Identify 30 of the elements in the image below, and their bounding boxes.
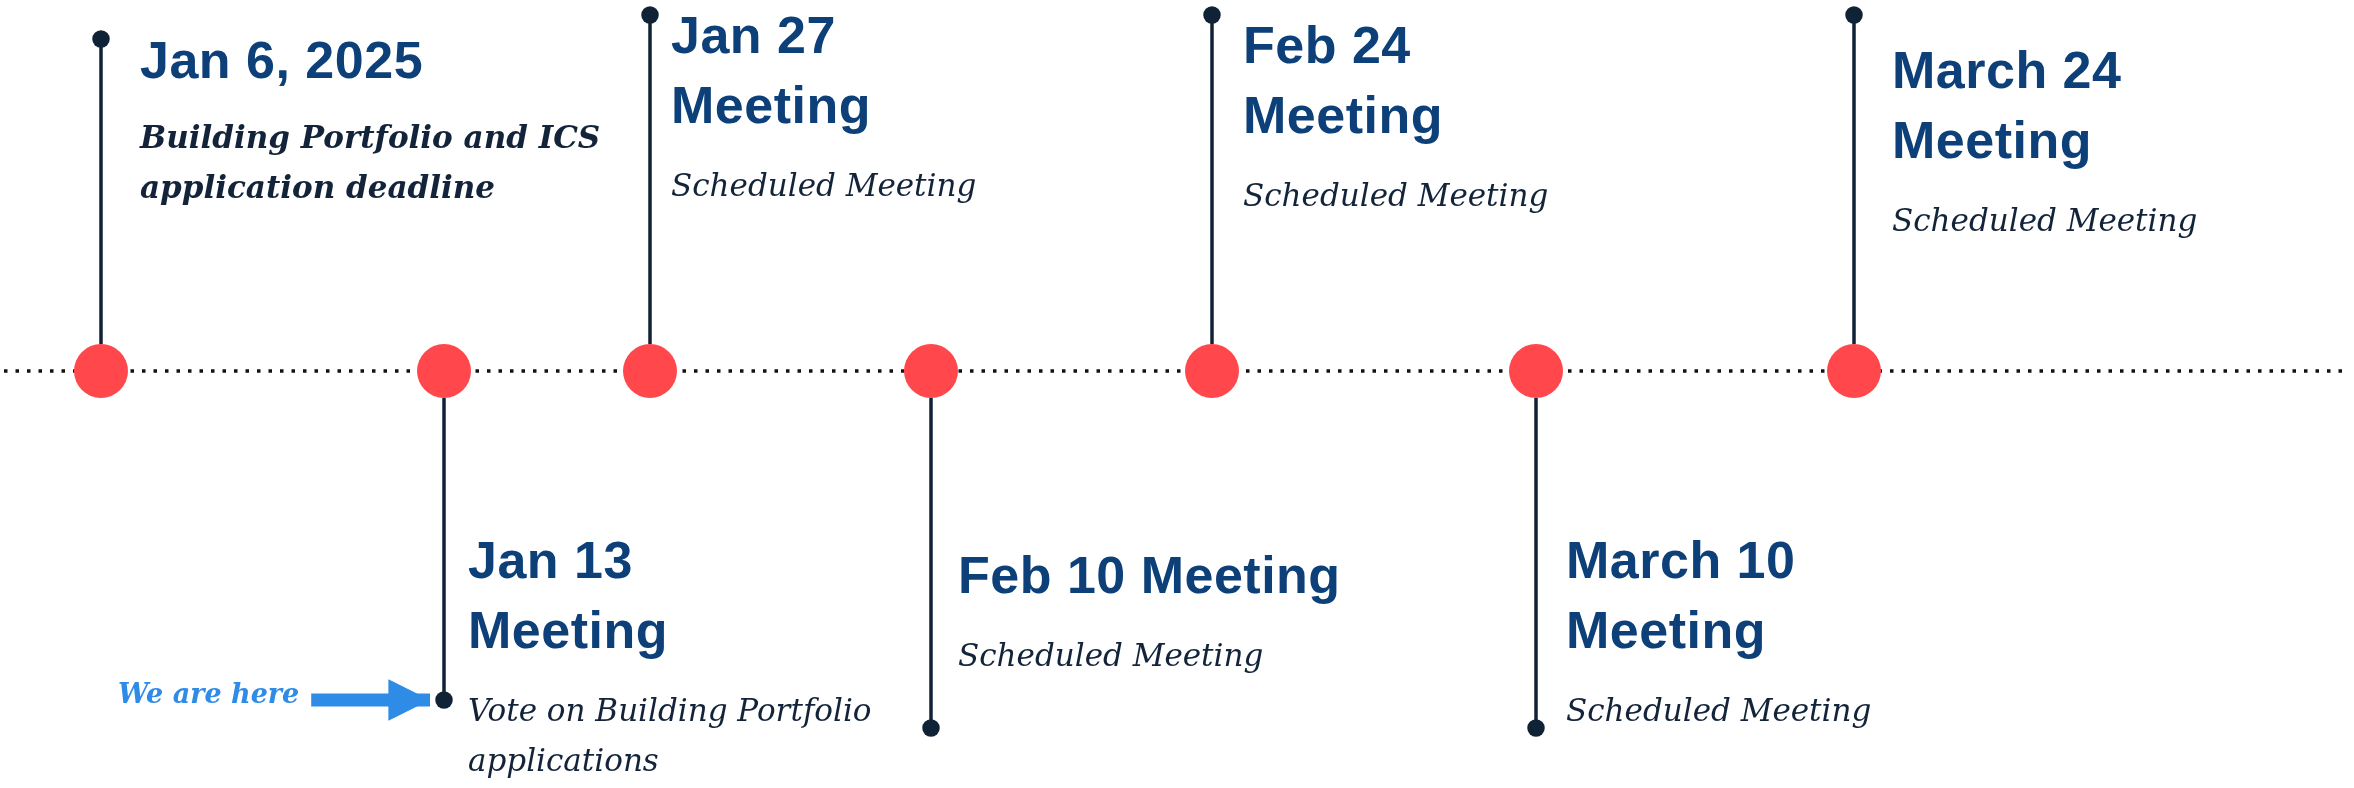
event-description: Vote on Building Portfolio applications bbox=[468, 691, 873, 780]
event-description: Scheduled Meeting bbox=[1566, 691, 1872, 730]
timeline-dot bbox=[74, 344, 128, 398]
timeline-dot bbox=[1185, 344, 1239, 398]
connector-line bbox=[92, 30, 110, 344]
event-description: Scheduled Meeting bbox=[958, 636, 1264, 675]
timeline-dot bbox=[623, 344, 677, 398]
event-description: Building Portfolio and ICS application deadline bbox=[140, 118, 602, 207]
connector-line bbox=[1527, 398, 1545, 737]
connector-line bbox=[1845, 6, 1863, 344]
timeline-dot bbox=[1827, 344, 1881, 398]
event-title: Jan 13 Meeting bbox=[468, 530, 669, 661]
connector-line bbox=[1203, 6, 1221, 344]
connector-line bbox=[641, 6, 659, 344]
event-description: Scheduled Meeting bbox=[1243, 176, 1549, 215]
event-title: March 24 Meeting bbox=[1892, 40, 2123, 171]
connector-line bbox=[435, 398, 453, 709]
event-description: Scheduled Meeting bbox=[671, 166, 977, 205]
event-title: Jan 27 Meeting bbox=[671, 5, 872, 136]
event-title: Feb 24 Meeting bbox=[1243, 15, 1444, 146]
timeline-dot bbox=[1509, 344, 1563, 398]
arrow bbox=[311, 679, 430, 721]
here-label: We are here bbox=[118, 678, 300, 709]
event-title: March 10 Meeting bbox=[1566, 530, 1797, 661]
event-description: Scheduled Meeting bbox=[1892, 201, 2198, 240]
timeline-dot bbox=[417, 344, 471, 398]
event-title: Jan 6, 2025 bbox=[140, 30, 424, 91]
connector-line bbox=[922, 398, 940, 737]
event-title: Feb 10 Meeting bbox=[958, 545, 1341, 606]
timeline-dot bbox=[904, 344, 958, 398]
